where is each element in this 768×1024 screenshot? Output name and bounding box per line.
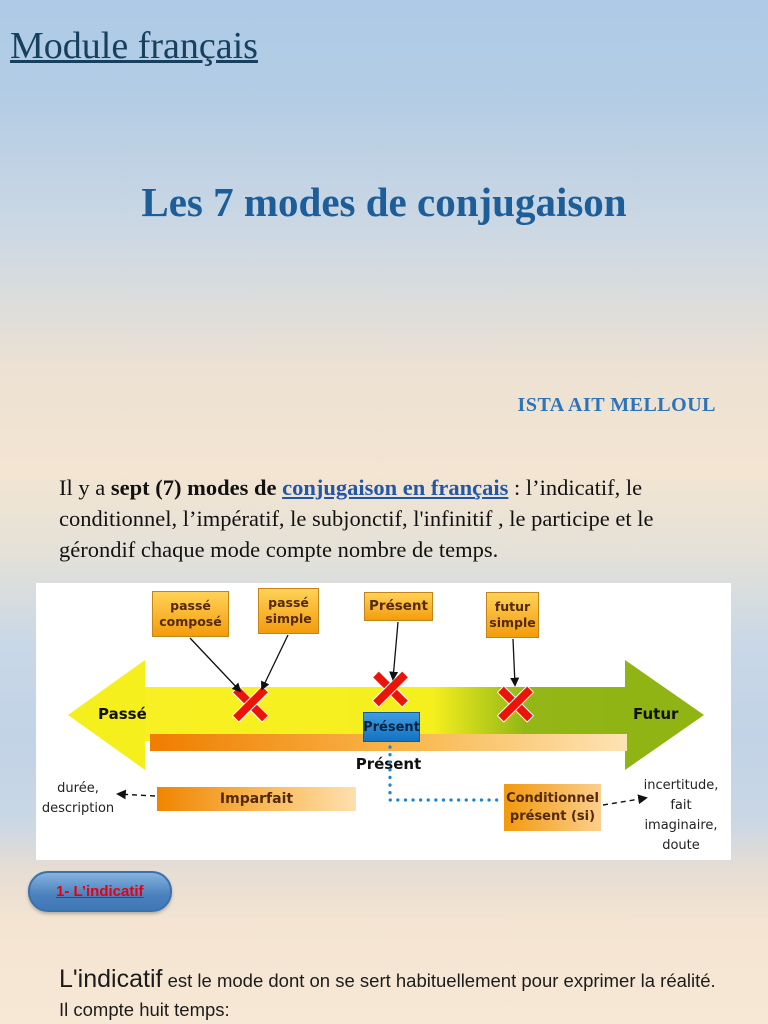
uncertainty-note-line: incertitude, <box>643 778 719 793</box>
conjugaison-link[interactable]: conjugaison en français <box>282 474 509 500</box>
intro-text-1: Il y a <box>59 474 111 500</box>
indicatif-lead: L'indicatif <box>59 965 163 993</box>
institute-name: ISTA AIT MELLOUL <box>517 394 716 416</box>
uncertainty-note-line: doute <box>662 838 700 854</box>
uncertainty-note: incertitude, fait imaginaire, doute <box>637 776 725 857</box>
indicatif-body: est le mode dont on se sert habituelleme… <box>59 970 716 1020</box>
indicatif-description: L'indicatif est le mode dont on se sert … <box>59 962 717 1024</box>
axis-label-futur: Futur <box>633 705 679 723</box>
uncertainty-note-line: imaginaire, <box>644 818 718 834</box>
label-passe-simple: passé simple <box>258 588 319 634</box>
page-title: Les 7 modes de conjugaison <box>141 179 627 225</box>
imparfait-bar: Imparfait <box>157 787 356 811</box>
duration-note: durée, description <box>41 781 115 816</box>
intro-text-2: : l’indicatif, le conditionnel, l’impéra… <box>59 474 654 562</box>
intro-paragraph: Il y a sept (7) modes de conjugaison en … <box>59 472 713 565</box>
present-bar-label: Présent <box>355 755 422 773</box>
module-title: Module français <box>10 25 258 67</box>
label-futur-simple: futur simple <box>486 592 539 638</box>
axis-label-passe: Passé <box>98 705 147 723</box>
timeline-arrowhead-right <box>625 660 704 770</box>
label-passe-compose: passé composé <box>152 591 229 637</box>
x-mark-passe <box>233 687 267 721</box>
conditionnel-box: Conditionnel présent (si) <box>504 784 601 831</box>
x-mark-present <box>373 672 407 706</box>
indicatif-description-text: L'indicatif est le mode dont on se sert … <box>59 962 717 1023</box>
present-gradient-bar <box>150 734 627 751</box>
x-mark-futur <box>498 687 532 721</box>
conjugaison-timeline-diagram: passé composé passé simple Présent futur… <box>36 583 731 860</box>
intro-bold-text: sept (7) modes de <box>110 474 283 500</box>
timeline-arrowhead-left <box>68 660 145 770</box>
indicatif-section-badge[interactable]: 1- L’indicatif <box>28 871 172 912</box>
uncertainty-note-line: fait <box>670 798 692 814</box>
label-present-top: Présent <box>364 592 433 621</box>
indicatif-badge-label: 1- L’indicatif <box>56 883 144 900</box>
present-blue-box: Présent <box>363 712 420 742</box>
